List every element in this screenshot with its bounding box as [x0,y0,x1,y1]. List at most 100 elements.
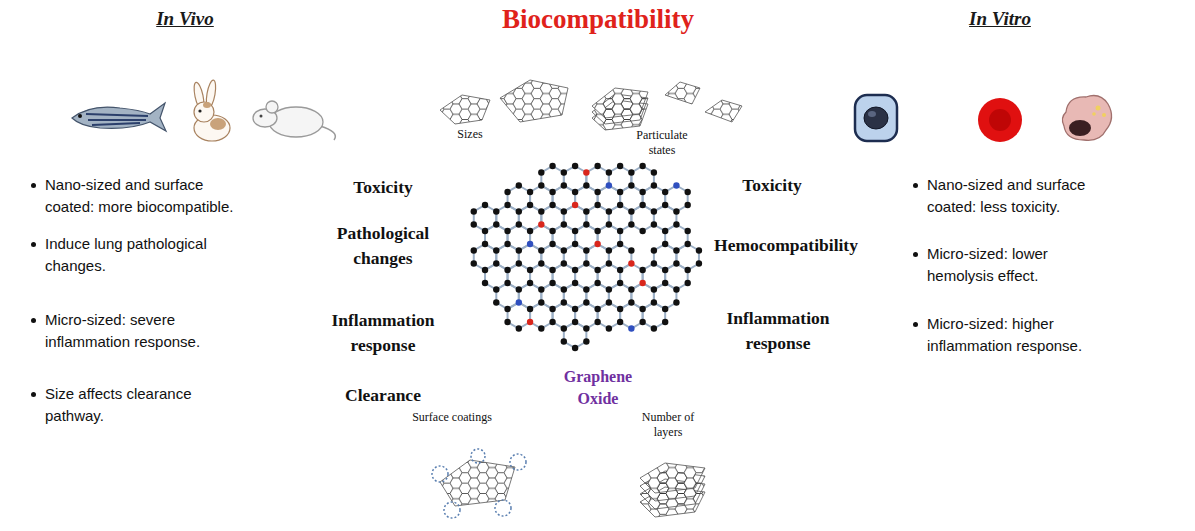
atom-dot [606,247,612,253]
atom-dot [516,325,522,331]
graphene-sheet-small [440,80,568,124]
atom-dot [617,202,623,208]
atom-dot [538,169,544,175]
atom-dot [684,202,690,208]
atom-dot [606,208,612,214]
overlap-lens [297,63,469,467]
cell-icon [855,95,897,141]
macrophage-icon-part [1092,112,1096,116]
atom-dot [583,182,589,188]
overlap-lens-shape [655,33,897,497]
layered-graphene [640,463,705,517]
atom-dot [617,189,623,195]
atom-dot [594,163,600,169]
atom-dot [639,189,645,195]
atom-dot [673,286,679,292]
atom-dot [482,241,488,247]
atom-dot [516,247,522,253]
atom-dot [617,241,623,247]
atom-dot [662,280,668,286]
rabbit-icon-part [203,102,211,108]
atom-dot [628,208,634,214]
bullet-text: Micro-sized: higher inflammation respons… [912,313,1092,357]
atom-dot [651,286,657,292]
atom-dot [583,286,589,292]
atom-dot [572,202,578,208]
red-blood-cell-icon-part [989,109,1011,131]
atom-dot [516,182,522,188]
cell-icon-part [868,111,876,117]
carbon-bond [631,205,654,231]
macrophage-icon-part [1102,113,1106,117]
atom-dot [628,221,634,227]
mouse-icon [253,101,335,140]
atom-dot [549,306,555,312]
atom-dot [583,338,589,344]
atom-dot [527,189,533,195]
atom-dot [493,286,499,292]
bullet-text: Size affects clearance pathway. [30,383,230,427]
atom-dot [561,338,567,344]
in-vitro-circle: In VitroNano-sized and surface coated: l… [655,0,1195,531]
atom-dot [561,221,567,227]
atom-dot [471,260,477,266]
macrophage-icon-part [1062,96,1111,141]
graphene-sheet-small-part [440,95,490,124]
atom-dot [628,299,634,305]
aspect-label: Toxicity [308,175,458,200]
atom-dot [662,306,668,312]
coated-graphene-part [444,502,460,518]
atom-dot [639,280,645,286]
atom-dot [516,208,522,214]
atom-dot [493,260,499,266]
macrophage-icon-part [1096,106,1101,111]
carbon-bond [530,303,553,329]
in-vitro-circle [655,0,1195,531]
atom-dot [516,286,522,292]
bullet-text: Induce lung pathological changes. [30,233,265,277]
atom-dot [628,260,634,266]
atom-dot [471,247,477,253]
carbon-bond [598,303,621,329]
atom-dot [561,247,567,253]
bullet-text: Nano-sized and surface coated: more bioc… [30,174,245,218]
atom-dot [572,228,578,234]
atom-dot [583,221,589,227]
atom-dot [606,221,612,227]
atom-dot [651,169,657,175]
atom-dot [684,267,690,273]
coated-graphene-part [471,449,485,463]
atom-dot [673,247,679,253]
overlap-lens: ToxicityPathological changesInflammation… [297,63,469,467]
coated-graphene-part [510,454,526,470]
graphene-oxide-sheet [471,163,703,351]
atom-dot [561,286,567,292]
atom-dot [561,169,567,175]
coated-graphene-part [495,500,511,516]
atom-dot [504,267,510,273]
zebrafish-icon-part [86,114,148,125]
atom-dot [684,241,690,247]
coated-graphene [432,449,526,518]
atom-dot [527,267,533,273]
graphene-particles-part [665,82,700,104]
in-vitro-circle-shape [655,0,1195,531]
atom-dot [549,189,555,195]
layered-graphene-part [640,463,705,493]
atom-dot [594,280,600,286]
atom-dot [594,241,600,247]
atom-dot [504,241,510,247]
section-heading: In Vitro [940,8,1060,31]
carbon-bond [620,303,643,329]
atom-dot [538,299,544,305]
atom-dot [549,280,555,286]
atom-dot [617,319,623,325]
atom-dot [606,260,612,266]
atom-dot [538,182,544,188]
atom-dot [538,286,544,292]
atom-dot [583,247,589,253]
atom-dot [662,189,668,195]
bullet-text: Micro-sized: lower hemolysis effect. [912,243,1087,287]
atom-dot [594,228,600,234]
atom-dot [651,221,657,227]
